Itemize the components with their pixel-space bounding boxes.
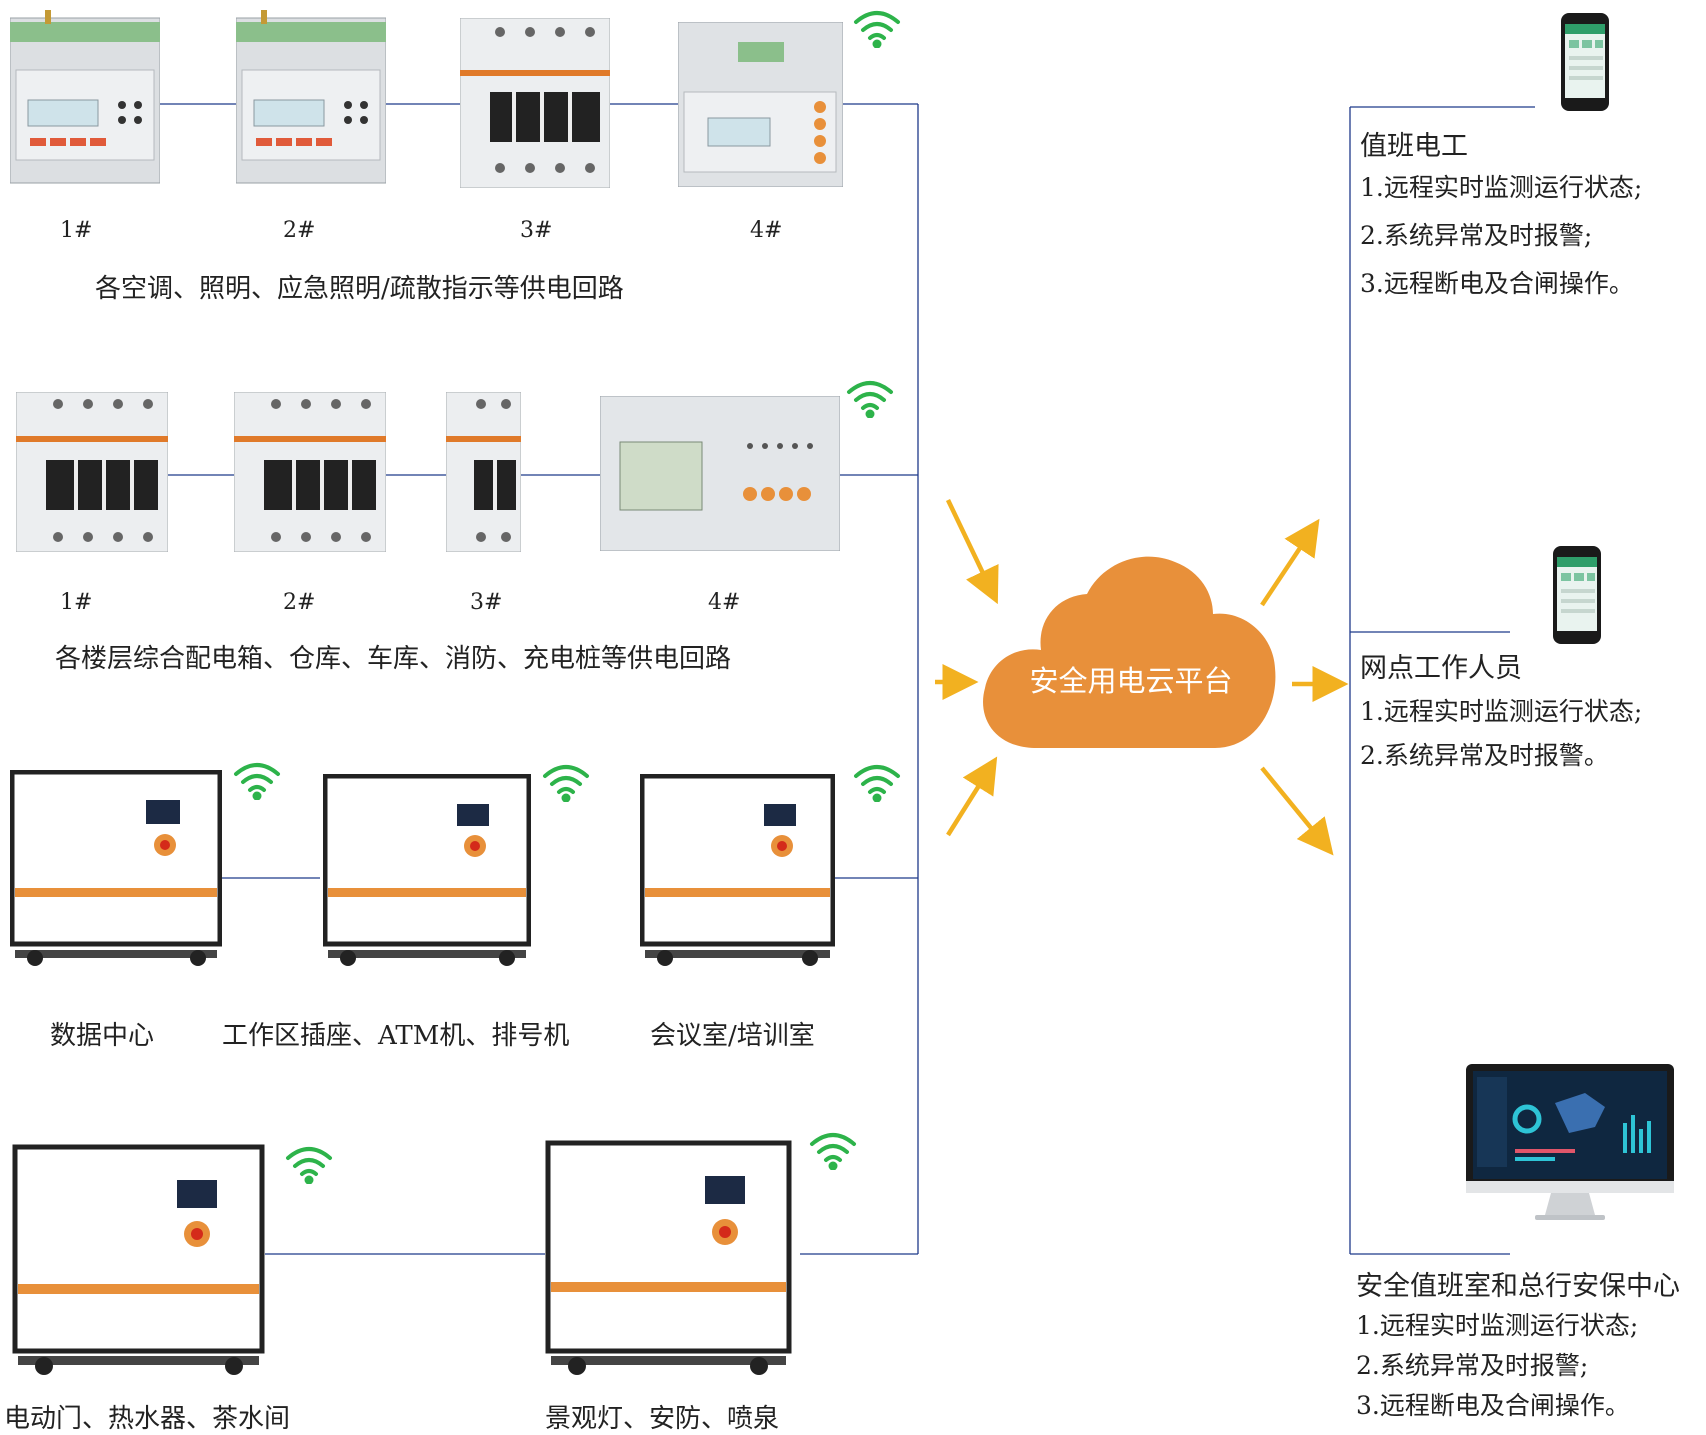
device-number: 3# (520, 218, 553, 243)
role-title: 网点工作人员 (1360, 653, 1522, 684)
row3-caption: 数据中心 (50, 1021, 155, 1051)
breaker-device-1 (16, 392, 168, 552)
wifi-icon (852, 8, 902, 48)
wifi-icon (541, 762, 591, 802)
role-item: 1.远程实时监测运行状态; (1356, 1311, 1639, 1340)
row4-caption: 景观灯、安防、喷泉 (545, 1404, 780, 1434)
arrow-icon (1260, 766, 1334, 856)
monitor-icon (1465, 1063, 1675, 1228)
device-number: 2# (283, 590, 316, 615)
distribution-cabinet (10, 770, 222, 968)
distribution-cabinet (545, 1140, 792, 1376)
arrow-icon (945, 499, 999, 605)
row3-caption: 工作区插座、ATM机、排号机 (222, 1021, 570, 1051)
row4-caption: 电动门、热水器、茶水间 (4, 1404, 291, 1434)
device-number: 3# (470, 590, 503, 615)
distribution-cabinet (640, 774, 835, 968)
meter-device-4 (600, 396, 840, 551)
monitor-device-4 (678, 22, 843, 187)
cloud-icon: 安全用电云平台 (975, 548, 1287, 764)
distribution-cabinet (12, 1144, 265, 1376)
device-number: 4# (750, 218, 783, 243)
device-number: 1# (60, 218, 93, 243)
device-number: 1# (60, 590, 93, 615)
row1-caption: 各空调、照明、应急照明/疏散指示等供电回路 (95, 274, 624, 304)
row3-caption: 会议室/培训室 (650, 1021, 815, 1051)
role-item: 1.远程实时监测运行状态; (1360, 697, 1643, 726)
wifi-icon (808, 1130, 858, 1170)
distribution-cabinet (323, 774, 531, 968)
role-item: 2.系统异常及时报警; (1356, 1351, 1589, 1380)
meter-device-1 (10, 10, 160, 185)
wifi-icon (845, 378, 895, 418)
breaker-device-2 (234, 392, 386, 552)
role-item: 2.系统异常及时报警; (1360, 221, 1593, 250)
smartphone-icon (1560, 12, 1610, 112)
meter-device-2 (236, 10, 386, 185)
smartphone-icon (1552, 545, 1602, 645)
wifi-icon (852, 762, 902, 802)
breaker-device-3 (460, 18, 610, 188)
arrow-icon (1260, 518, 1320, 607)
row2-caption: 各楼层综合配电箱、仓库、车库、消防、充电桩等供电回路 (55, 644, 732, 674)
role-item: 3.远程断电及合闸操作。 (1356, 1391, 1630, 1420)
role-title: 安全值班室和总行安保中心 (1356, 1271, 1680, 1302)
breaker-device-3 (446, 392, 521, 552)
role-item: 3.远程断电及合闸操作。 (1360, 269, 1634, 298)
arrow-icon (946, 756, 998, 837)
device-number: 4# (708, 590, 741, 615)
wifi-icon (284, 1144, 334, 1184)
device-number: 2# (283, 218, 316, 243)
role-item: 2.系统异常及时报警。 (1360, 741, 1609, 770)
wifi-icon (232, 760, 282, 800)
cloud-label: 安全用电云平台 (1029, 664, 1233, 698)
role-title: 值班电工 (1360, 131, 1468, 162)
role-item: 1.远程实时监测运行状态; (1360, 173, 1643, 202)
